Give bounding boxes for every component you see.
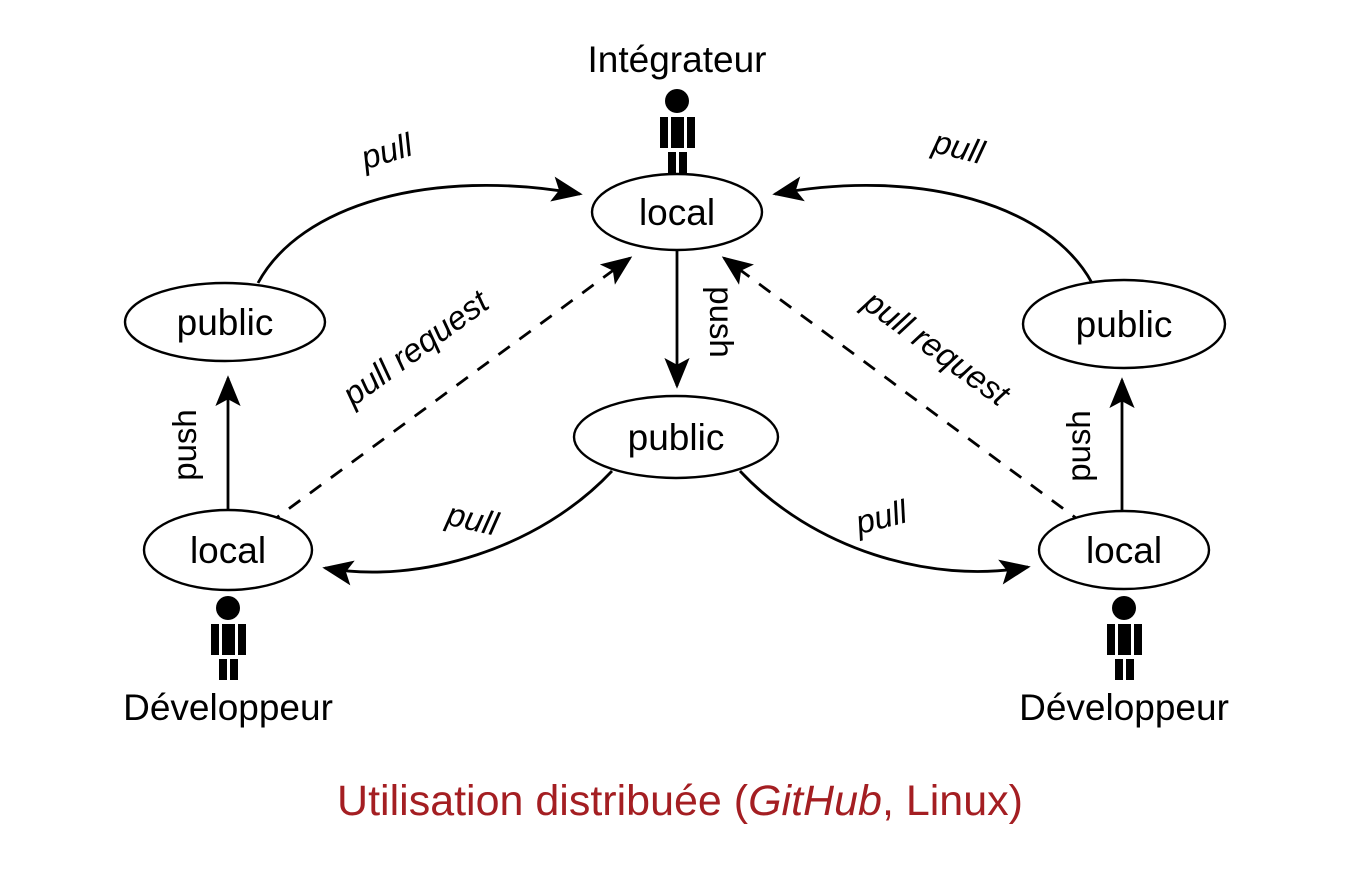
edge-path [322, 470, 614, 586]
diagram-caption: Utilisation distribuée (GitHub, Linux) [337, 777, 1023, 825]
node-integrator-local[interactable]: local [590, 172, 764, 252]
edge-label-push: push [703, 286, 740, 358]
node-ellipse [1021, 278, 1227, 370]
person-icon [1107, 596, 1142, 680]
edge-label-pull: pull [442, 495, 503, 543]
actor-label: Développeur [1019, 687, 1229, 728]
node-label: public [1076, 304, 1173, 345]
node-label: local [639, 192, 715, 233]
edge-label-pull: pull [928, 122, 989, 171]
edge-path [772, 176, 1094, 284]
caption-before: Utilisation distribuée ( [337, 777, 749, 825]
node-ellipse [572, 394, 780, 480]
edge-label-pull-request: pull request [856, 282, 1018, 414]
node-label: public [628, 417, 725, 458]
edge-path [738, 470, 1031, 585]
actor-integrator: Intégrateur [588, 39, 767, 173]
edge-path [267, 256, 633, 526]
node-ellipse [142, 508, 314, 592]
person-icon [211, 596, 246, 680]
edge-label-push: push [1060, 410, 1097, 482]
edge-label-pull-request: pull request [335, 282, 497, 414]
edge-pull-request-developer-left: pull request [267, 256, 633, 526]
actor-developer-right: Développeur [1019, 596, 1229, 728]
node-label: public [177, 302, 274, 343]
node-right-public[interactable]: public [1021, 278, 1227, 370]
node-label: local [1086, 530, 1162, 571]
node-developer-left-local[interactable]: local [142, 508, 314, 592]
node-label: local [190, 530, 266, 571]
edge-pull-right-public-to-integrator: pull [772, 122, 1094, 284]
caption-after: , Linux) [882, 777, 1023, 825]
edge-pull-center-public-to-developer-left: pull [322, 470, 614, 586]
edge-label-push: push [166, 409, 203, 481]
node-ellipse [123, 281, 327, 363]
actor-developer-left: Développeur [123, 596, 333, 728]
edge-label-pull: pull [851, 492, 912, 541]
edge-path [721, 256, 1085, 526]
node-ellipse [1037, 509, 1211, 591]
edge-push-developer-left-to-left-public: push [166, 375, 241, 512]
actor-label: Développeur [123, 687, 333, 728]
node-left-public[interactable]: public [123, 281, 327, 363]
node-ellipse [590, 172, 764, 252]
edge-pull-center-public-to-developer-right: pull [738, 470, 1031, 585]
actor-label: Intégrateur [588, 39, 767, 80]
edge-pull-left-public-to-integrator: pull [256, 125, 583, 284]
person-icon [660, 89, 695, 173]
edge-push-integrator-to-center-public: push [664, 250, 740, 389]
node-center-public[interactable]: public [572, 394, 780, 480]
node-developer-right-local[interactable]: local [1037, 509, 1211, 591]
edge-path [256, 176, 583, 284]
caption-emphasis: GitHub [748, 777, 882, 825]
edge-label-pull: pull [356, 125, 418, 176]
edge-pull-request-developer-right: pull request [721, 256, 1085, 526]
edge-push-developer-right-to-right-public: push [1060, 377, 1135, 512]
